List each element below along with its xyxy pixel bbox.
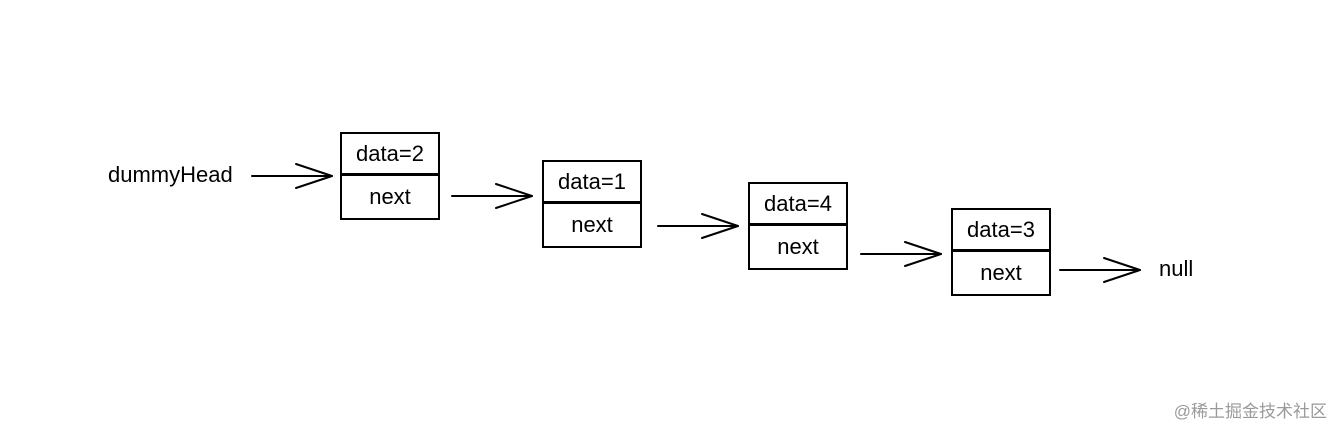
node-data-field: data=3 — [953, 210, 1049, 252]
arrow-node-2-to-node-3 — [657, 213, 739, 239]
dummy-head-label: dummyHead — [108, 162, 233, 187]
arrow-node-4-to-null — [1059, 257, 1141, 283]
list-node-4: data=3 next — [951, 208, 1051, 296]
list-node-1: data=2 next — [340, 132, 440, 220]
list-node-2: data=1 next — [542, 160, 642, 248]
node-next-field: next — [571, 212, 613, 237]
arrow-head-to-node-1 — [251, 163, 333, 189]
node-data-field: data=4 — [750, 184, 846, 226]
arrow-node-1-to-node-2 — [451, 183, 533, 209]
node-data-field: data=2 — [342, 134, 438, 176]
node-next-field: next — [777, 234, 819, 259]
null-label: null — [1159, 256, 1194, 281]
arrow-node-3-to-node-4 — [860, 241, 942, 267]
watermark-text: @稀土掘金技术社区 — [1173, 402, 1327, 421]
node-next-field: next — [980, 260, 1022, 285]
node-next-field: next — [369, 184, 411, 209]
list-node-3: data=4 next — [748, 182, 848, 270]
node-data-field: data=1 — [544, 162, 640, 204]
